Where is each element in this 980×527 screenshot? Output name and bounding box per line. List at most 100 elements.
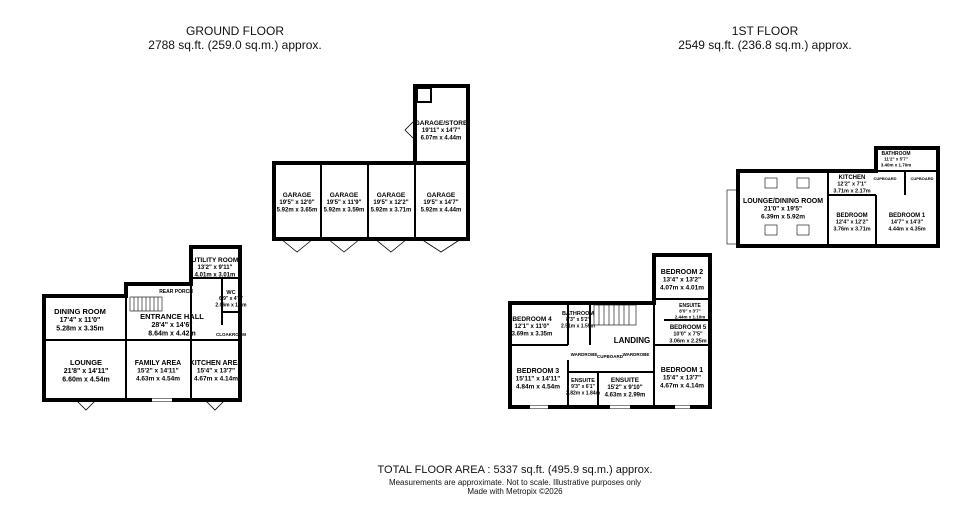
f-ensuite-small-dim-1: 8'0" x 3'7" [679,309,700,314]
g-wc-dim-1: 6'9" x 4'7" [219,296,243,302]
disclaimer-text: Measurements are approximate. Not to sca… [388,478,642,487]
g-garage-1-dim-2: 5.92m x 3.65m [277,207,318,213]
f-bedroom1-flat-dim-2: 4.44m x 4.35m [888,226,925,232]
first-floor-plan [508,146,940,409]
f-wardrobe-1-label: WARDROBE [571,352,598,357]
g-wc-dim-2: 2.06m x 1.4m [215,302,247,308]
g-entrance-dim-2: 8.64m x 4.42m [148,330,195,337]
g-utility-dim-1: 13'2" x 9'11" [198,265,233,271]
first-floor-area: 2549 sq.ft. (236.8 sq.m.) approx. [678,38,852,52]
g-lounge-dim-1: 21'8" x 14'11" [64,368,109,375]
f-ensuite-1-dim-1: 9'3" x 6'1" [571,384,595,390]
f-cupboard-3-label: CUPBOARD [597,354,624,359]
g-garage-4-dim-2: 5.92m x 4.44m [421,207,462,213]
g-dining-dim-1: 17'4" x 11'0" [60,317,101,324]
g-garage-1-dim-1: 19'5" x 12'0" [279,200,314,206]
f-bedroom-flat-dim-2: 3.76m x 3.71m [833,226,870,232]
f-bathroom-name: BATHROOM [562,311,594,317]
g-utility-dim-2: 4.01m x 3.01m [195,272,236,278]
f-bedroom5-dim-1: 10'0" x 7'5" [673,332,703,338]
f-bedroom1-flat-dim-1: 14'7" x 14'3" [891,220,924,226]
g-kitchen-area-dim-1: 15'4" x 13'7" [197,368,235,375]
g-garage-2-dim-1: 19'5" x 11'9" [327,200,362,206]
f-ensuite-2-dim-2: 4.63m x 2.99m [605,392,646,398]
f-ensuite-2-dim-1: 15'2" x 9'10" [607,385,642,391]
f-cupboard-1-name: CUPBOARD [873,176,896,181]
total-floor-area: TOTAL FLOOR AREA : 5337 sq.ft. (495.9 sq… [377,464,653,476]
f-kitchen-name: KITCHEN [839,175,866,181]
ground-floor-heading: GROUND FLOOR 2788 sq.ft. (259.0 sq.m.) a… [140,24,330,52]
first-floor-title: 1ST FLOOR [731,24,799,38]
f-lounge-dining-name: LOUNGE/DINING ROOM [743,198,823,205]
f-ensuite-1-name: ENSUITE [571,378,595,384]
g-dining-name: DINING ROOM [54,307,106,316]
f-bedroom2-dim-1: 13'4" x 13'2" [663,277,701,284]
g-cloakroom-name: CLOAKROOM [216,332,246,337]
g-rear-porch-name: REAR PORCH [159,289,193,295]
f-bathroom-dim-1: 8'3" x 5'2" [566,317,590,323]
f-bedroom4-dim-1: 12'1" x 11'0" [515,324,550,330]
house-outline [42,245,242,402]
g-garage-2-dim-2: 5.92m x 3.59m [324,207,365,213]
f-bedroom5-name: BEDROOM 5 [670,325,707,331]
g-garage-3-dim-1: 19'5" x 12'2" [373,200,408,206]
g-garage-store-dim-2: 6.07m x 4.44m [421,135,462,141]
f-bathroom-top-dim-1: 11'2" x 5'7" [884,157,908,162]
credit-text: Made with Metropix ©2026 [467,487,563,496]
g-entrance-name: ENTRANCE HALL [140,312,204,321]
f-bedroom-flat-dim-1: 12'4" x 12'2" [836,220,869,226]
g-garage-4-dim-1: 19'5" x 14'7" [423,200,458,206]
g-lounge-dim-2: 6.60m x 4.54m [62,376,109,383]
f-lounge-dining-dim-1: 21'0" x 19'5" [764,206,802,213]
f-landing-name: LANDING [614,336,650,345]
g-kitchen-area-name: KITCHEN AREA [190,360,243,367]
g-garage-4-name: GARAGE [427,192,456,199]
g-garage-1-name: GARAGE [283,192,312,199]
f-wardrobe-2-name: WARDROBE [623,352,650,357]
f-bedroom1-name: BEDROOM 1 [661,367,704,374]
f-bedroom2-name: BEDROOM 2 [661,269,704,276]
f-kitchen-dim-2: 3.71m x 2.17m [833,188,870,194]
f-bathroom-top-name: BATHROOM [881,151,910,157]
g-garage-2-name: GARAGE [330,192,359,199]
ground-floor-area: 2788 sq.ft. (259.0 sq.m.) approx. [148,38,322,52]
ground-stairs [129,296,163,312]
f-bedroom3-dim-2: 4.84m x 4.54m [516,383,560,390]
f-cupboard-2-name: CUPBOARD [910,176,933,181]
g-kitchen-area-dim-2: 4.67m x 4.14m [194,375,238,382]
f-bathroom-top-dim-2: 3.40m x 1.70m [881,162,912,167]
f-bedroom3-name: BEDROOM 3 [517,368,560,375]
g-garage-store-name: GARAGE/STORE [415,120,468,127]
f-kitchen-dim-1: 12'2" x 7'1" [837,182,867,188]
f-bathroom-dim-2: 2.51m x 1.59m [561,323,595,329]
f-cupboard-1-label: CUPBOARD [873,176,896,181]
f-bedroom-flat-name: BEDROOM [836,213,867,219]
g-family-dim-1: 15'2" x 14'11" [137,368,178,375]
ground-floor-plan [42,84,470,411]
ground-floor-title: GROUND FLOOR [185,24,284,38]
g-utility-name: UTILITY ROOM [192,257,238,264]
g-wc-name: WC [226,290,235,296]
garages-outline [272,161,470,241]
g-garage-3-name: GARAGE [377,192,406,199]
g-garage-3-dim-2: 5.92m x 3.71m [371,207,412,213]
f-cupboard-2-label: CUPBOARD [910,176,933,181]
